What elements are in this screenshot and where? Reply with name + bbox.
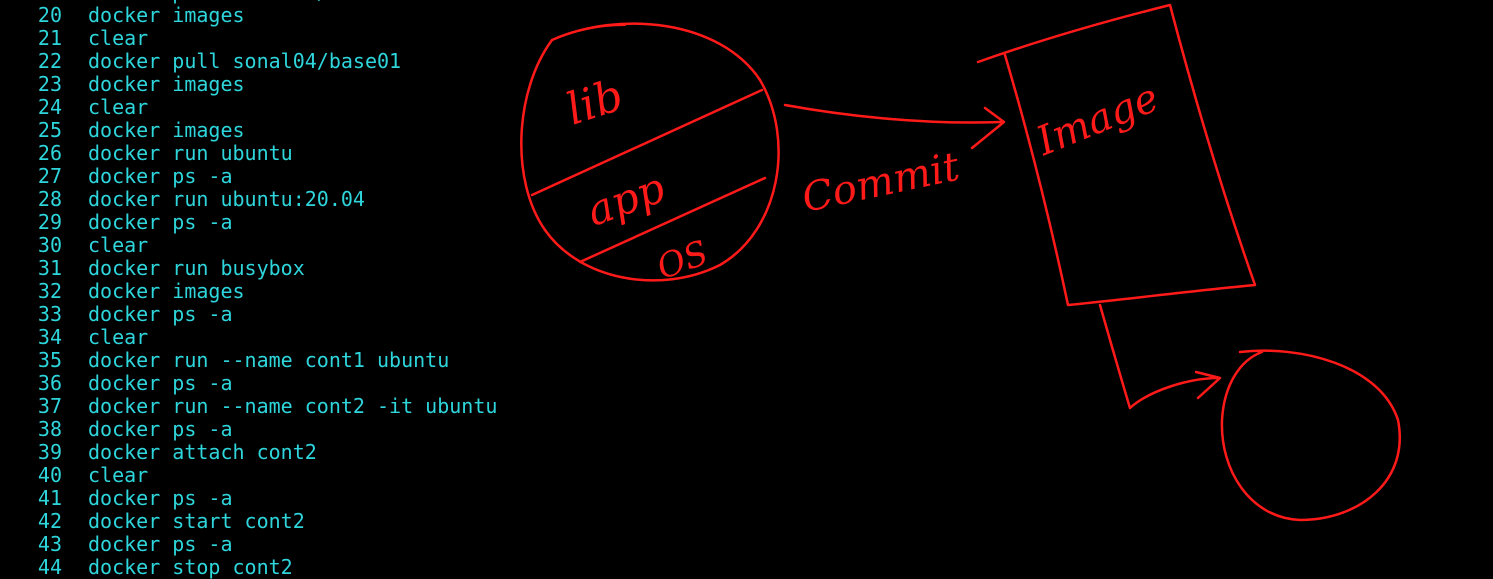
commit-label: Commit xyxy=(798,143,964,221)
history-line: 32 docker images xyxy=(0,280,497,303)
history-line: 44 docker stop cont2 xyxy=(0,556,497,579)
history-line: 20 docker images xyxy=(0,4,497,27)
history-line: 33 docker ps -a xyxy=(0,303,497,326)
history-command: docker run busybox xyxy=(88,256,305,280)
history-line-number: 36 xyxy=(37,371,62,395)
history-line-number: 43 xyxy=(37,532,62,556)
history-command: docker ps -a xyxy=(88,532,233,556)
history-line-number: 30 xyxy=(37,233,62,257)
history-command: clear xyxy=(88,26,149,50)
command-history-list: 19 docker pull sonal04/base01 20 docker ima… xyxy=(0,0,498,579)
history-line: 41 docker ps -a xyxy=(0,487,497,510)
history-command: docker ps -a xyxy=(88,371,233,395)
commit-arrow: Commit xyxy=(783,103,1006,222)
container-sketch: lib app OS xyxy=(520,22,780,288)
history-command: docker ps -a xyxy=(88,164,233,188)
history-line: 40 clear xyxy=(0,464,497,487)
container-circle-overlap xyxy=(551,24,626,41)
history-command: docker images xyxy=(88,279,245,303)
run-arrow-shaft xyxy=(1098,303,1220,410)
history-command: docker run ubuntu xyxy=(88,141,293,165)
history-line: 42 docker start cont2 xyxy=(0,510,497,533)
history-command: docker images xyxy=(88,118,245,142)
history-line: 43 docker ps -a xyxy=(0,533,497,556)
layer-divider-upper xyxy=(530,88,764,197)
run-arrow xyxy=(1098,303,1222,410)
history-line: 39 docker attach cont2 xyxy=(0,441,497,464)
history-command: docker ps -a xyxy=(88,486,233,510)
history-command: docker ps -a xyxy=(88,302,233,326)
commit-arrow-head xyxy=(970,106,1006,150)
history-line-number: 33 xyxy=(37,302,62,326)
history-line-number: 21 xyxy=(37,26,62,50)
history-line-number: 23 xyxy=(37,72,62,96)
history-command: clear xyxy=(88,325,149,349)
history-line-number: 38 xyxy=(37,417,62,441)
history-line: 31 docker run busybox xyxy=(0,257,497,280)
history-line-number: 32 xyxy=(37,279,62,303)
history-command: docker images xyxy=(88,72,245,96)
history-line-number: 24 xyxy=(37,95,62,119)
run-arrow-head xyxy=(1194,370,1222,400)
history-command: docker run ubuntu:20.04 xyxy=(88,187,365,211)
history-line-number: 44 xyxy=(37,555,62,579)
history-line: 25 docker images xyxy=(0,119,497,142)
history-line-number: 34 xyxy=(37,325,62,349)
history-line-number: 20 xyxy=(37,3,62,27)
container-circle-outline xyxy=(520,22,780,282)
image-sketch: Image xyxy=(976,3,1257,307)
new-container-circle xyxy=(1220,349,1401,522)
history-command: docker ps -a xyxy=(88,417,233,441)
history-line: 28 docker run ubuntu:20.04 xyxy=(0,188,497,211)
history-command: clear xyxy=(88,95,149,119)
history-line-number: 25 xyxy=(37,118,62,142)
history-line: 23 docker images xyxy=(0,73,497,96)
history-command: docker ps -a xyxy=(88,210,233,234)
history-command: docker images xyxy=(88,3,245,27)
history-command: docker start cont2 xyxy=(88,509,305,533)
history-command: docker run --name cont1 ubuntu xyxy=(88,348,450,372)
image-box-outline xyxy=(976,3,1257,307)
history-line: 19 docker pull sonal04/base01 xyxy=(0,0,497,4)
history-command: docker attach cont2 xyxy=(88,440,317,464)
history-line-number: 27 xyxy=(37,164,62,188)
layer-label-app: app xyxy=(580,163,671,236)
history-line: 27 docker ps -a xyxy=(0,165,497,188)
history-line-number: 39 xyxy=(37,440,62,464)
commit-arrow-shaft xyxy=(783,103,1004,124)
history-line: 30 clear xyxy=(0,234,497,257)
layer-divider-lower xyxy=(578,176,767,264)
history-line: 26 docker run ubuntu xyxy=(0,142,497,165)
history-line: 37 docker run --name cont2 -it ubuntu xyxy=(0,394,498,418)
history-line-number: 22 xyxy=(37,49,62,73)
history-command: docker run --name cont2 -it ubuntu xyxy=(88,394,498,418)
history-line-number: 29 xyxy=(37,210,62,234)
history-line: 21 clear xyxy=(0,27,497,50)
layer-label-lib: lib xyxy=(560,70,629,136)
history-line: 38 docker ps -a xyxy=(0,418,497,441)
history-line-number: 28 xyxy=(37,187,62,211)
history-line-number: 19 xyxy=(0,0,62,4)
history-line-number: 26 xyxy=(37,141,62,165)
image-label: Image xyxy=(1029,75,1165,166)
history-line-number: 40 xyxy=(37,463,62,487)
history-line: 29 docker ps -a xyxy=(0,211,497,234)
history-line-number: 42 xyxy=(37,509,62,533)
history-line: 34 clear xyxy=(0,326,497,349)
history-command: clear xyxy=(88,463,149,487)
history-command: docker stop cont2 xyxy=(88,555,293,579)
history-command: clear xyxy=(88,233,149,257)
history-line-number: 31 xyxy=(37,256,62,280)
history-line: 24 clear xyxy=(0,96,497,119)
history-line-number: 41 xyxy=(37,486,62,510)
history-line-number: 37 xyxy=(37,394,62,418)
history-command: docker pull sonal04/base01 xyxy=(88,49,402,73)
terminal-window[interactable]: 19 docker pull sonal04/base01 20 docker ima… xyxy=(0,0,560,579)
history-line: 36 docker ps -a xyxy=(0,372,497,395)
history-line: 22 docker pull sonal04/base01 xyxy=(0,50,497,73)
history-line-number: 35 xyxy=(37,348,62,372)
history-line: 35 docker run --name cont1 ubuntu xyxy=(0,349,497,372)
history-command: docker pull sonal04/base01 xyxy=(88,0,401,4)
